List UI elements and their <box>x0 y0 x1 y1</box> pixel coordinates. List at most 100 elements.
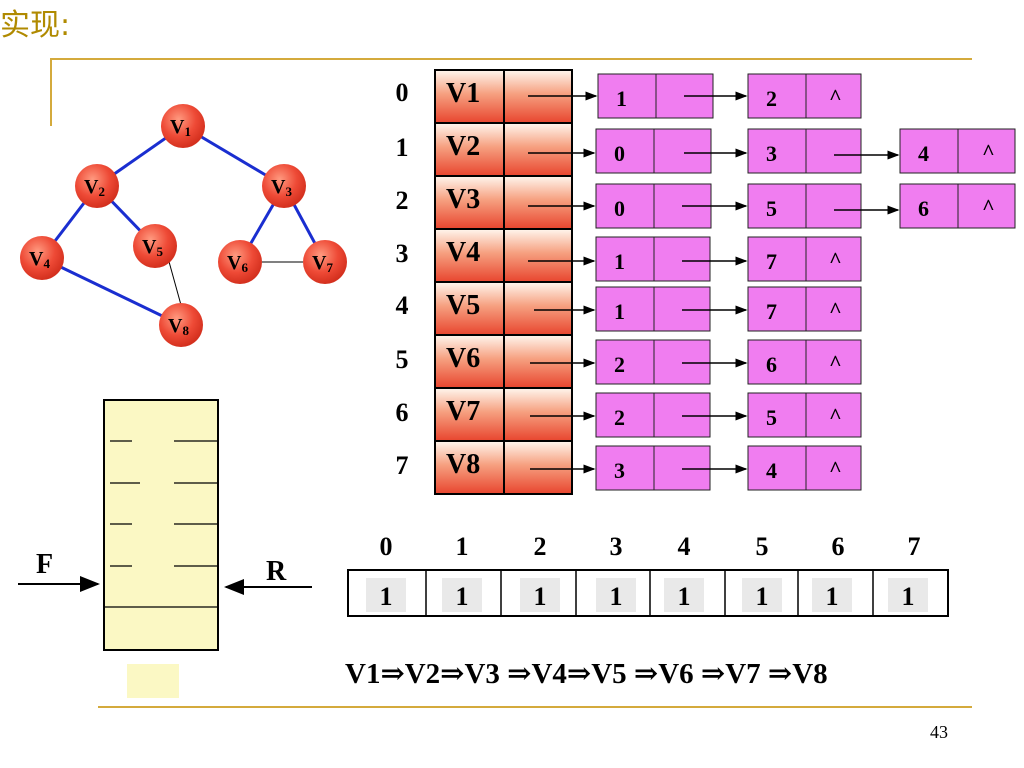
traversal-order: V1⇒V2⇒V3 ⇒V4⇒V5 ⇒V6 ⇒V7 ⇒V8 <box>345 658 828 690</box>
list-node-6-1 <box>747 392 862 438</box>
node-v1 <box>161 104 205 148</box>
vertex-index-1: 1 <box>395 133 409 162</box>
list-node-7-0 <box>595 445 711 491</box>
bottom-rule <box>98 706 972 708</box>
list-node-5-1 <box>747 339 862 385</box>
list-nodes <box>595 73 1016 491</box>
list-node-2-1 <box>747 183 862 229</box>
vertex-index-2: 2 <box>395 186 409 215</box>
vertex-label-5: V6 <box>446 343 481 374</box>
visited-index-4: 4 <box>677 532 691 561</box>
null-pointer: ^ <box>829 247 842 272</box>
vertex-label-7: V8 <box>446 449 481 480</box>
list-value-5-0: 2 <box>614 352 625 377</box>
queue-diagram <box>18 399 312 698</box>
adjacency-list <box>434 69 1016 495</box>
front-label: F <box>36 549 54 580</box>
list-node-1-1 <box>747 128 862 174</box>
list-value-2-2: 6 <box>918 196 929 221</box>
node-label-v1: V1 <box>170 116 191 139</box>
node-label-v3: V3 <box>271 176 292 199</box>
list-value-1-1: 3 <box>766 141 777 166</box>
graph-nodes <box>20 104 347 347</box>
head-pointers <box>528 91 598 474</box>
visited-array <box>347 569 949 617</box>
visited-flag-1: 1 <box>455 582 469 611</box>
node-label-v6: V6 <box>227 252 248 275</box>
list-node-dividers <box>653 74 959 490</box>
node-label-v8: V8 <box>168 315 189 338</box>
visited-index-3: 3 <box>609 532 623 561</box>
vertex-label-4: V5 <box>446 290 481 321</box>
node-v6 <box>218 240 262 284</box>
vertex-label-1: V2 <box>446 131 481 162</box>
list-value-3-1: 7 <box>766 249 777 274</box>
list-value-1-2: 4 <box>918 141 929 166</box>
top-rule <box>50 58 972 60</box>
list-node-7-1 <box>747 445 862 491</box>
visited-index-6: 6 <box>831 532 845 561</box>
rear-label: R <box>266 556 287 587</box>
null-pointer: ^ <box>829 350 842 375</box>
list-value-3-0: 1 <box>614 249 625 274</box>
node-v8 <box>159 303 203 347</box>
null-pointer: ^ <box>829 297 842 322</box>
null-pointer: ^ <box>982 194 995 219</box>
visited-flag-2: 1 <box>533 582 547 611</box>
list-value-4-0: 1 <box>614 299 625 324</box>
list-node-4-1 <box>747 286 862 332</box>
vertex-index-5: 5 <box>395 345 409 374</box>
node-label-v7: V7 <box>312 252 333 275</box>
list-node-3-0 <box>595 236 711 282</box>
queue-indicator <box>127 664 179 698</box>
node-label-v4: V4 <box>29 248 50 271</box>
list-node-4-0 <box>595 286 711 332</box>
edge-v4-v8 <box>41 256 182 327</box>
null-pointer: ^ <box>829 403 842 428</box>
list-value-2-0: 0 <box>614 196 625 221</box>
list-value-1-0: 0 <box>614 141 625 166</box>
list-node-0-1 <box>747 73 862 119</box>
list-node-6-0 <box>595 392 711 438</box>
list-value-0-0: 1 <box>616 86 627 111</box>
list-value-2-1: 5 <box>766 196 777 221</box>
vertex-index-3: 3 <box>395 239 409 268</box>
slide-heading: 实现: <box>0 8 71 43</box>
visited-index-5: 5 <box>755 532 769 561</box>
visited-index-0: 0 <box>379 532 393 561</box>
node-v2 <box>75 164 119 208</box>
list-value-4-1: 7 <box>766 299 777 324</box>
node-v3 <box>262 164 306 208</box>
vertex-label-3: V4 <box>446 237 481 268</box>
list-value-6-0: 2 <box>614 405 625 430</box>
visited-index-1: 1 <box>455 532 469 561</box>
edge-v5-v8 <box>167 257 182 306</box>
visited-flag-7: 1 <box>901 582 915 611</box>
graph-node-labels: V1 V2 V3 V4 V5 V6 V7 V8 <box>29 116 333 338</box>
next-pointers <box>682 91 900 474</box>
visited-flag-3: 1 <box>609 582 623 611</box>
vertex-index-0: 0 <box>395 78 409 107</box>
list-value-6-1: 5 <box>766 405 777 430</box>
vertex-index-7: 7 <box>395 451 409 480</box>
visited-flag-6: 1 <box>825 582 839 611</box>
list-value-7-0: 3 <box>614 458 625 483</box>
node-v4 <box>20 236 64 280</box>
visited-flag-4: 1 <box>677 582 691 611</box>
queue-box <box>103 399 219 651</box>
visited-flag-0: 1 <box>379 582 393 611</box>
visited-flag-5: 1 <box>755 582 769 611</box>
visited-index-2: 2 <box>533 532 547 561</box>
null-pointer: ^ <box>829 84 842 109</box>
list-value-5-1: 6 <box>766 352 777 377</box>
vertex-index-6: 6 <box>395 398 409 427</box>
vertex-index-4: 4 <box>395 291 409 320</box>
node-label-v5: V5 <box>142 236 163 259</box>
page-number: 43 <box>930 722 948 742</box>
vertex-label-0: V1 <box>446 78 481 109</box>
vertex-label-2: V3 <box>446 184 481 215</box>
list-value-7-1: 4 <box>766 458 777 483</box>
node-label-v2: V2 <box>84 176 105 199</box>
null-pointer: ^ <box>982 139 995 164</box>
node-v7 <box>303 240 347 284</box>
